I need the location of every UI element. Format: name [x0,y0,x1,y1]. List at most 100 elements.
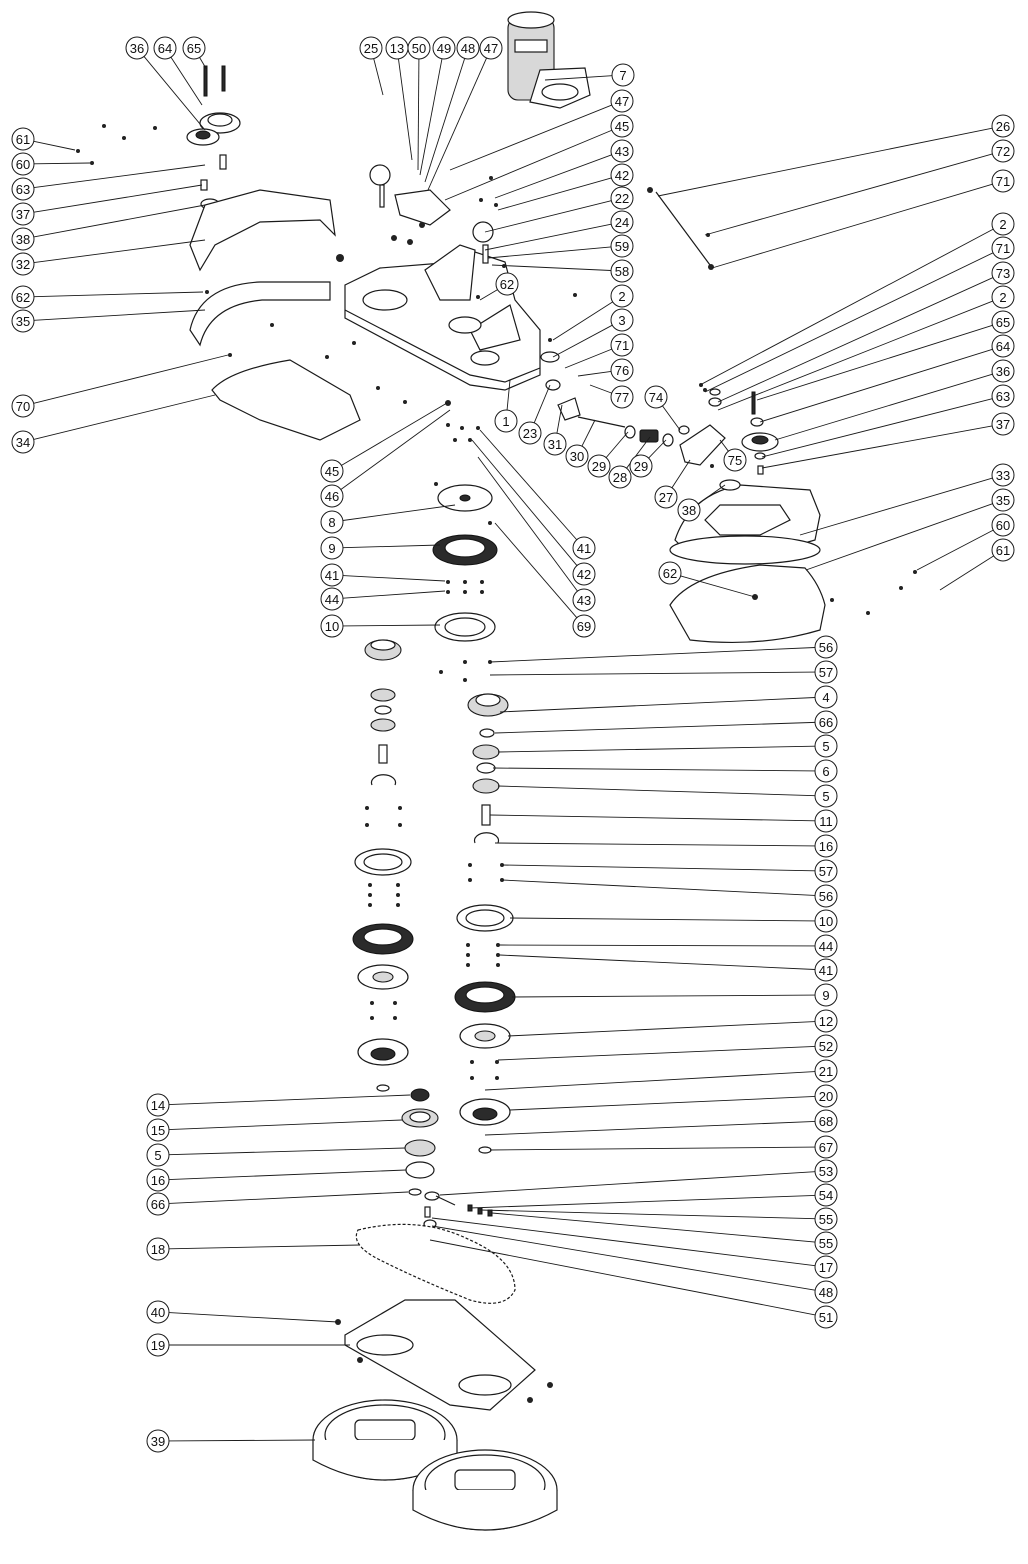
callout-circle [11,285,35,309]
callout-number: 35 [996,493,1010,508]
callout-27: 27 [654,485,678,509]
callout-55: 55 [814,1207,838,1231]
callout-number: 48 [461,41,475,56]
leader-line [556,404,563,434]
leader-line [487,246,612,259]
callout-number: 16 [151,1173,165,1188]
leader-lines [33,56,994,1442]
callout-number: 22 [615,191,629,206]
callout-13: 13 [385,36,409,60]
leader-line [662,405,681,431]
callout-69: 69 [572,614,596,638]
leader-line [342,544,441,549]
callout-number: 32 [16,257,30,272]
callout-circle [814,1255,838,1279]
callout-5: 5 [814,734,838,758]
callout-number: 29 [592,459,606,474]
leader-line [373,58,384,96]
callout-number: 7 [619,68,626,83]
callout-circle [146,1300,170,1324]
callout-62: 62 [658,561,682,585]
callout-circle [991,334,1015,358]
callout-circle [814,1009,838,1033]
leader-line [489,814,816,822]
callout-number: 2 [618,289,625,304]
callout-number: 59 [615,239,629,254]
callout-5: 5 [814,784,838,808]
callout-number: 29 [634,459,648,474]
brush-head-part [312,1399,558,1531]
leader-line [33,239,206,264]
leader-line [489,1146,816,1151]
callout-56: 56 [814,884,838,908]
callout-circle [991,513,1015,537]
callout-23: 23 [518,421,542,445]
leader-line [168,1244,361,1250]
callout-5: 5 [146,1143,170,1167]
callout-number: 15 [151,1123,165,1138]
leader-line [711,183,993,269]
callout-39: 39 [146,1429,170,1453]
leader-line [719,439,729,452]
callout-75: 75 [723,448,747,472]
callout-circle [146,1333,170,1357]
callout-circle [610,89,634,113]
callout-circle [11,127,35,151]
callout-66: 66 [146,1192,170,1216]
callout-number: 63 [996,389,1010,404]
leader-line [469,1194,816,1209]
callout-31: 31 [543,432,567,456]
callout-64: 64 [991,334,1015,358]
callout-18: 18 [146,1237,170,1261]
leader-line [501,879,816,896]
callout-77: 77 [610,385,634,409]
leader-line [168,1191,409,1204]
leader-line [497,177,612,211]
leader-line [577,371,612,377]
callout-57: 57 [814,660,838,684]
callout-number: 52 [819,1039,833,1054]
callout-number: 1 [502,414,509,429]
callout-number: 9 [328,541,335,556]
leader-line [471,439,578,566]
leader-line [199,57,208,71]
leader-line [509,917,816,922]
leader-line [605,431,629,458]
leader-line [342,624,441,627]
callout-circle [814,1034,838,1058]
callout-32: 32 [11,252,35,276]
callout-circle [610,234,634,258]
callout-number: 2 [999,217,1006,232]
right-pulley-part [708,388,779,475]
callout-9: 9 [814,983,838,1007]
leader-line [489,671,816,676]
leader-line [499,944,816,947]
callout-10: 10 [320,614,344,638]
callout-number: 36 [996,364,1010,379]
callout-number: 24 [615,215,629,230]
callout-number: 41 [819,963,833,978]
callout-circle [146,1093,170,1117]
leader-line [477,456,578,592]
callout-43: 43 [610,139,634,163]
leader-line [497,745,816,753]
leader-line [168,1439,316,1442]
leader-line [168,1147,406,1156]
callout-number: 67 [819,1140,833,1155]
callout-76: 76 [610,358,634,382]
callout-74: 74 [644,385,668,409]
callout-number: 51 [819,1310,833,1325]
callout-number: 10 [325,619,339,634]
callout-circle [479,36,503,60]
callout-circle [320,536,344,560]
callout-61: 61 [11,127,35,151]
callout-number: 68 [819,1114,833,1129]
leader-line [33,164,206,189]
callout-64: 64 [153,36,177,60]
callout-circle [146,1168,170,1192]
callout-circle [610,114,634,138]
leader-line [799,477,993,536]
callout-circle [814,1231,838,1255]
callout-circle [610,284,634,308]
callout-21: 21 [814,1059,838,1083]
